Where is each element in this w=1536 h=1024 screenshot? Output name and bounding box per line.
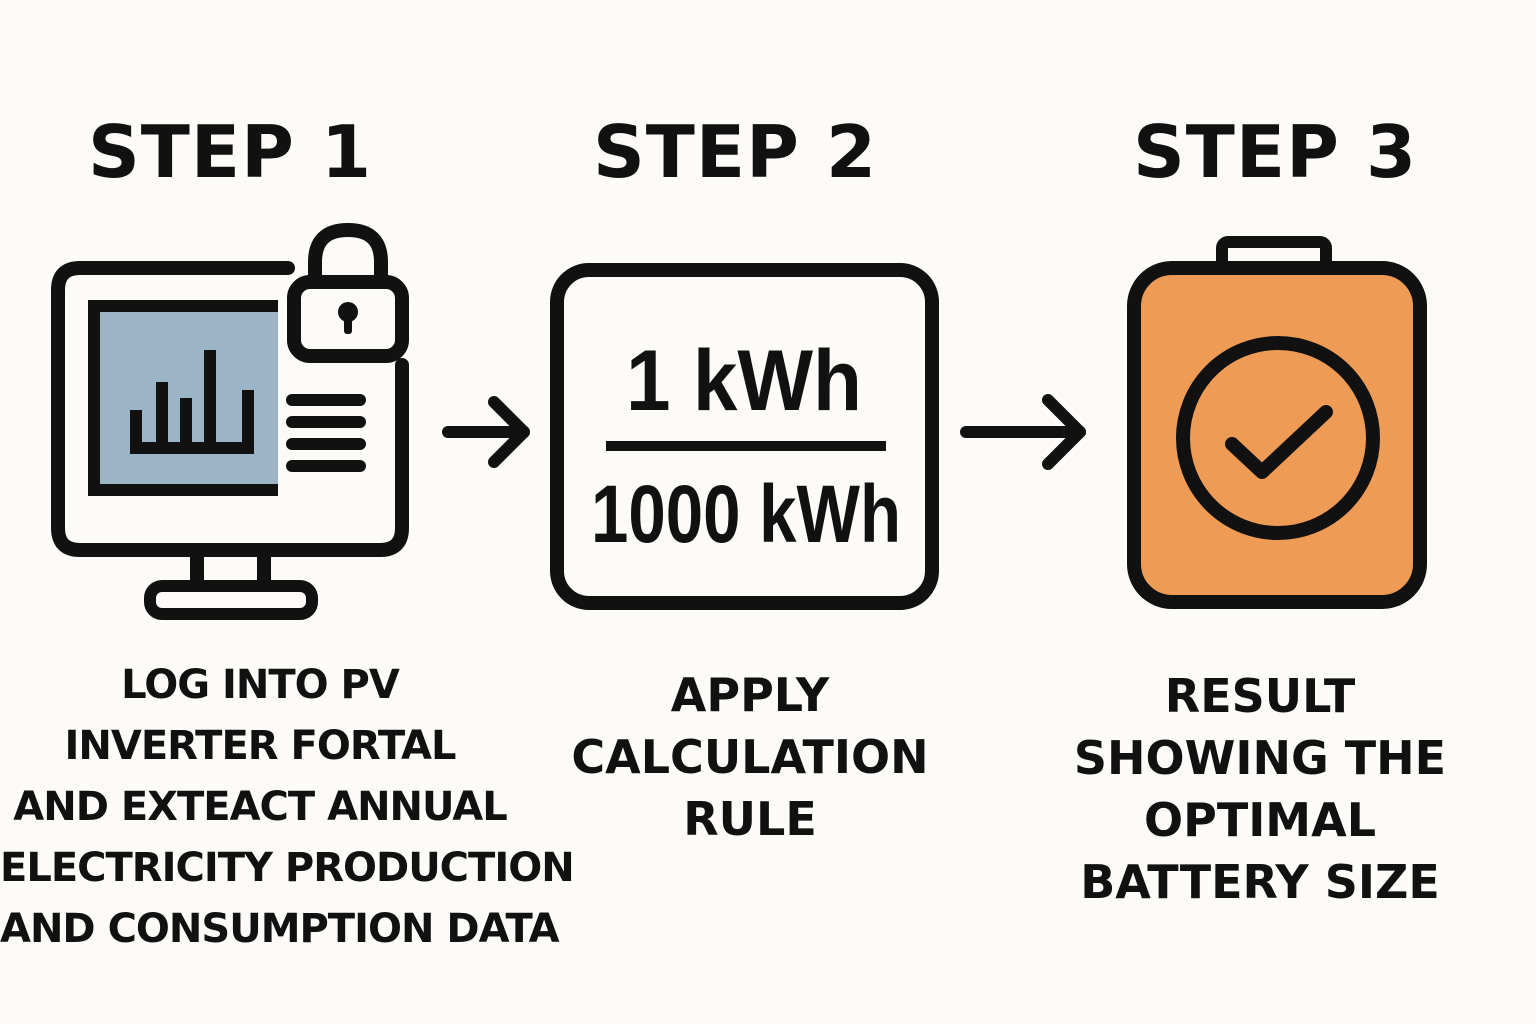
- lock-icon: [287, 222, 409, 363]
- step-2-description-line: CALCULATION: [571, 730, 929, 784]
- arrow-right-icon: [960, 394, 1086, 470]
- fraction-numerator: 1 kWh: [626, 333, 862, 429]
- computer-with-lock-icon: [51, 222, 409, 620]
- step-3-description-line: OPTIMAL: [1144, 793, 1376, 847]
- step-2-description: APPLY CALCULATION RULE: [545, 664, 955, 850]
- fraction-denominator: 1000 kWh: [591, 469, 901, 560]
- fraction-box-icon: 1 kWh 1000 kWh: [550, 263, 939, 610]
- step-1-description-line: AND EXTEACT ANNUAL: [13, 784, 507, 830]
- step-2-description-line: APPLY: [670, 668, 830, 722]
- check-circle: [1176, 336, 1380, 540]
- step-3-description: RESULT SHOWING THE OPTIMAL BATTERY SIZE: [1040, 665, 1480, 913]
- bar-chart-icon: [130, 350, 254, 454]
- step-2-title: STEP 2: [592, 110, 878, 194]
- step-3-description-line: SHOWING THE: [1073, 731, 1447, 785]
- step-2-description-line: RULE: [683, 792, 817, 846]
- arrow-right-icon: [442, 396, 530, 468]
- step-3-description-line: RESULT: [1164, 669, 1356, 723]
- step-3-title: STEP 3: [1132, 110, 1418, 194]
- battery-body: [1127, 261, 1427, 609]
- battery-check-icon: [1127, 236, 1427, 609]
- step-1-description-line: INVERTER FORTAL: [64, 723, 457, 769]
- step-1-title: STEP 1: [87, 110, 373, 194]
- step-1-description-line: ELECTRICITY PRODUCTION: [0, 845, 575, 891]
- step-3-description-line: BATTERY SIZE: [1080, 855, 1440, 909]
- step-1-description-line: LOG INTO PV: [121, 662, 400, 708]
- step-1-description: LOG INTO PV INVERTER FORTAL AND EXTEACT …: [0, 655, 575, 960]
- checkmark-icon: [1225, 405, 1333, 479]
- step-1-description-line: AND CONSUMPTION DATA: [0, 906, 560, 952]
- text-lines-icon: [286, 394, 366, 472]
